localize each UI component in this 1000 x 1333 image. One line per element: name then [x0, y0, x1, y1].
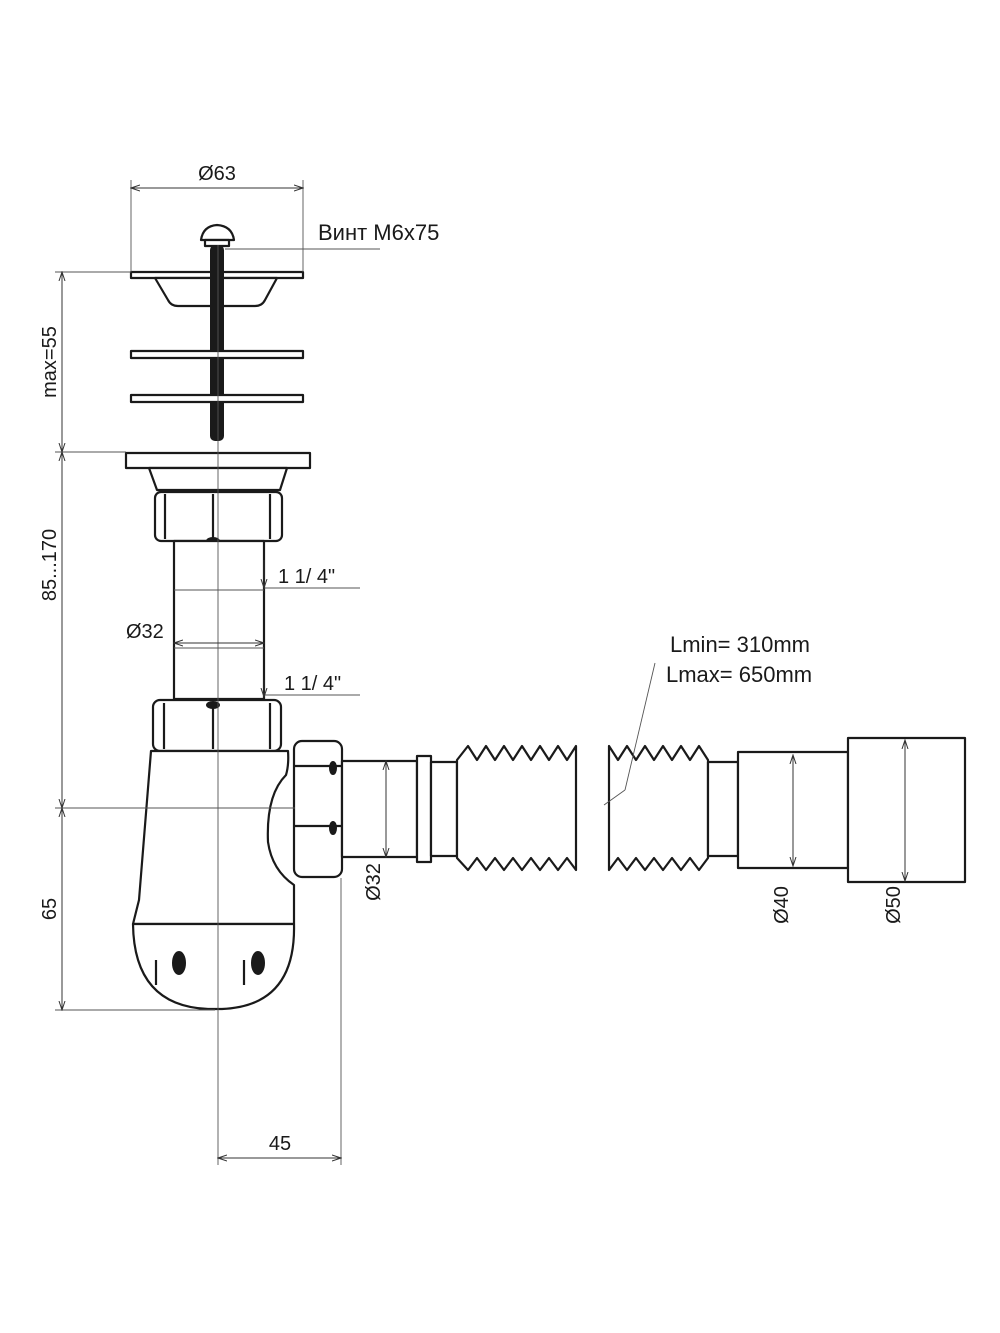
outlet-nut-notch — [329, 821, 337, 835]
hose-collar — [415, 754, 433, 864]
label-screw: Винт М6х75 — [318, 220, 439, 245]
label-thread-upper: 1 1/ 4" — [278, 566, 335, 588]
label-end-diameter: Ø50 — [883, 886, 905, 924]
washer-lower — [129, 393, 305, 404]
label-thread-lower: 1 1/ 4" — [284, 673, 341, 695]
label-hose-diameter: Ø40 — [771, 886, 793, 924]
hose-corrugation-left — [455, 744, 578, 872]
cap-slot — [251, 951, 265, 975]
hose-sleeve-right — [706, 760, 740, 858]
dimension-labels: Ø63 Винт М6х75 max=55 85...170 1 1/ 4" Ø… — [39, 163, 905, 1155]
vertical-pipe — [172, 539, 266, 701]
corrugated-hose — [340, 736, 967, 884]
label-hose-length-min: Lmin= 310mm — [670, 632, 810, 657]
upper-fitting — [124, 451, 312, 545]
screw-head — [199, 223, 236, 242]
bottle-trap — [131, 698, 296, 1011]
screw-shank — [210, 245, 224, 441]
bottle-cap — [131, 922, 296, 1011]
bottle-body — [131, 749, 296, 926]
pipe-body — [172, 539, 266, 701]
lower-nut-notch — [206, 701, 220, 709]
label-grate-height: max=55 — [39, 326, 61, 398]
upper-nut — [153, 490, 284, 543]
outlet-pipe — [340, 759, 419, 859]
label-height-range: 85...170 — [39, 529, 61, 601]
washer-upper — [129, 349, 305, 360]
hose-corrugation-right — [607, 744, 710, 872]
label-bottle-height: 65 — [39, 898, 61, 920]
outlet-nut — [292, 739, 344, 879]
hose-sleeve — [429, 760, 459, 858]
label-pipe-diameter: Ø32 — [126, 621, 164, 643]
hose-end-cap — [846, 736, 967, 884]
grate-assembly — [129, 223, 305, 441]
label-outlet-diameter: Ø32 — [363, 863, 385, 901]
label-hose-length-max: Lmax= 650mm — [666, 662, 812, 687]
outlet-nut-notch — [329, 761, 337, 775]
cap-slot — [172, 951, 186, 975]
dimension-lines — [55, 180, 905, 1165]
label-bottle-offset: 45 — [269, 1133, 291, 1155]
outlet-nut-body — [292, 739, 344, 879]
label-grate-diameter: Ø63 — [198, 163, 236, 185]
